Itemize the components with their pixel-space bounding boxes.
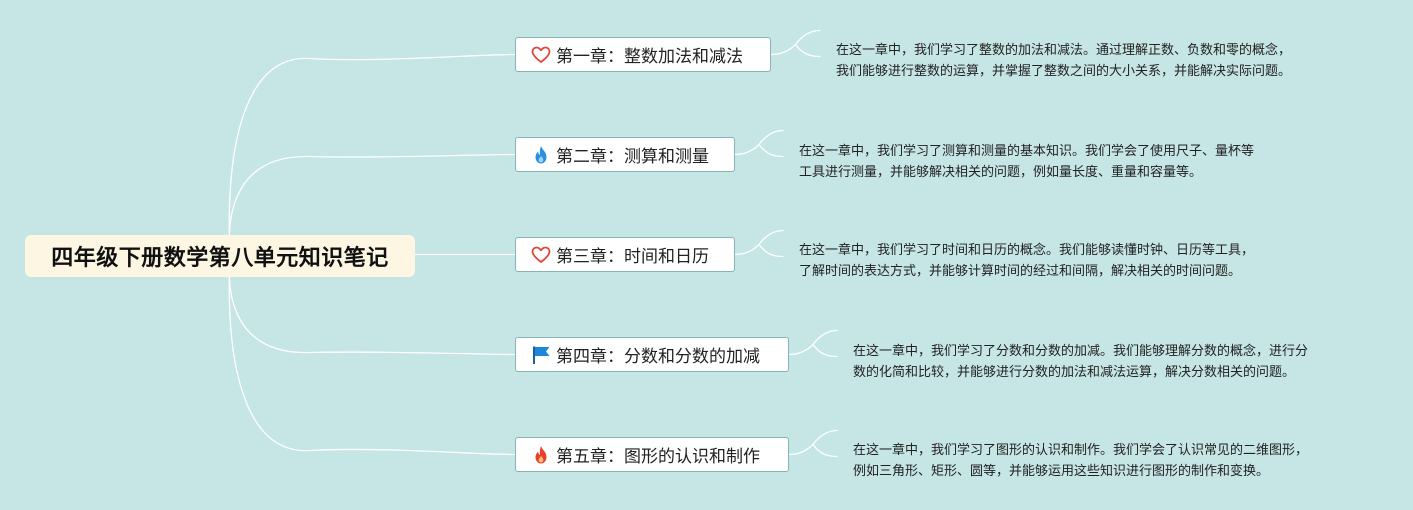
chapter-note-line: 例如三角形、矩形、圆等，并能够运用这些知识进行图形的制作和变换。 — [853, 464, 1270, 479]
blue-flame-icon — [530, 144, 552, 166]
chapter-note-line: 我们能够进行整数的运算，并掌握了整数之间的大小关系，并能解决实际问题。 — [836, 64, 1292, 79]
chapter-note-line: 数的化简和比较，并能够进行分数的加法和减法运算，解决分数相关的问题。 — [853, 365, 1296, 380]
chapter-to-note-connector — [734, 129, 784, 156]
chapter-topic-4[interactable]: 第四章：分数和分数的加减 — [515, 337, 789, 372]
chapter-to-note-connector — [812, 343, 838, 358]
chapter-topic-label: 第二章：测算和测量 — [556, 147, 709, 167]
chapter-note-line: 在这一章中，我们学习了时间和日历的概念。我们能够读懂时钟、日历等工具， — [799, 243, 1255, 258]
chapter-to-note-connector — [734, 229, 784, 256]
chapter-to-note-connector — [788, 329, 838, 356]
chapter-topic-label: 第五章：图形的认识和制作 — [556, 447, 760, 467]
chapter-note-3[interactable]: 在这一章中，我们学习了时间和日历的概念。我们能够读懂时钟、日历等工具， 了解时间… — [799, 240, 1254, 282]
root-topic[interactable]: 四年级下册数学第八单元知识笔记 — [25, 235, 415, 277]
heart-outline-icon — [530, 44, 552, 66]
chapter-note-line: 在这一章中，我们学习了测算和测量的基本知识。我们学会了使用尺子、量杯等 — [799, 144, 1255, 159]
chapter-note-1[interactable]: 在这一章中，我们学习了整数的加法和减法。通过理解正数、负数和零的概念， 我们能够… — [836, 40, 1291, 82]
chapter-topic-label: 第三章：时间和日历 — [556, 247, 709, 267]
chapter-topic-5[interactable]: 第五章：图形的认识和制作 — [515, 437, 789, 472]
chapter-topic-label: 第一章：整数加法和减法 — [556, 47, 743, 67]
chapter-to-note-connector — [758, 143, 784, 158]
chapter-note-4[interactable]: 在这一章中，我们学习了分数和分数的加减。我们能够理解分数的概念，进行分 数的化简… — [853, 341, 1308, 383]
chapter-to-note-connector — [788, 429, 838, 456]
chapter-note-line: 在这一章中，我们学习了图形的认识和制作。我们学会了认识常见的二维图形， — [853, 443, 1309, 458]
blue-flag-icon — [530, 344, 552, 366]
heart-outline-icon — [530, 244, 552, 266]
red-flame-icon — [530, 444, 552, 466]
chapter-to-note-connector — [794, 43, 821, 58]
chapter-note-line: 在这一章中，我们学习了整数的加法和减法。通过理解正数、负数和零的概念， — [836, 43, 1292, 58]
chapter-topic-3[interactable]: 第三章：时间和日历 — [515, 237, 735, 272]
chapter-note-line: 了解时间的表达方式，并能够计算时间的经过和间隔，解决相关的时间问题。 — [799, 264, 1242, 279]
chapter-to-note-connector — [758, 243, 784, 258]
chapter-topic-1[interactable]: 第一章：整数加法和减法 — [515, 37, 771, 72]
chapter-note-2[interactable]: 在这一章中，我们学习了测算和测量的基本知识。我们学会了使用尺子、量杯等 工具进行… — [799, 141, 1254, 183]
root-topic-label: 四年级下册数学第八单元知识笔记 — [51, 246, 389, 271]
chapter-note-5[interactable]: 在这一章中，我们学习了图形的认识和制作。我们学会了认识常见的二维图形， 例如三角… — [853, 440, 1308, 482]
chapter-to-note-connector — [812, 443, 838, 458]
chapter-to-note-connector — [770, 29, 821, 56]
chapter-note-line: 在这一章中，我们学习了分数和分数的加减。我们能够理解分数的概念，进行分 — [853, 344, 1309, 359]
chapter-topic-label: 第四章：分数和分数的加减 — [556, 347, 760, 367]
root-to-chapter-connector — [228, 255, 516, 456]
chapter-note-line: 工具进行测量，并能够解决相关的问题，例如量长度、重量和容量等。 — [799, 165, 1203, 180]
root-to-chapter-connector — [228, 53, 516, 257]
chapter-topic-2[interactable]: 第二章：测算和测量 — [515, 137, 735, 172]
